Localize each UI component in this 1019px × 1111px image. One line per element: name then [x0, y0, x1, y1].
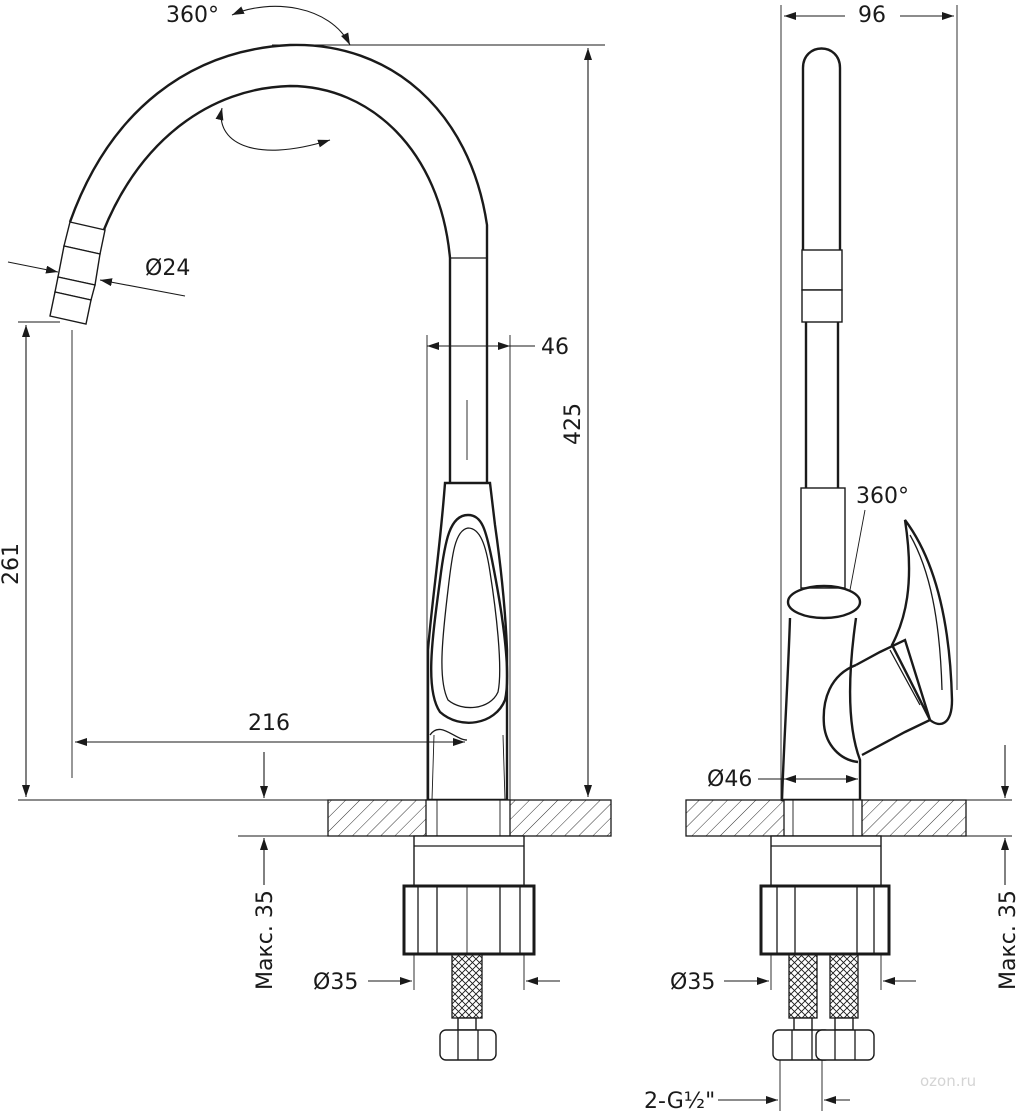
aerator-diameter-label: Ø24: [145, 256, 190, 281]
watermark: ozon.ru: [920, 1072, 976, 1090]
rotation-arrow-top: [215, 5, 351, 151]
aerator-collar: [49, 221, 106, 325]
dimension-lines-side: [718, 5, 1012, 1111]
front-view: [7, 5, 612, 1061]
spout-arc: [68, 43, 489, 342]
total-height-label: 425: [561, 403, 586, 445]
countertop-front: [327, 799, 612, 837]
connection-label: 2-G½": [644, 1089, 715, 1111]
hoses-side: [772, 953, 875, 1061]
spout-width-label: 46: [541, 335, 569, 360]
max-thickness-side-label: Макс. 35: [996, 890, 1019, 990]
dimension-lines-front: [7, 44, 605, 990]
side-view: [685, 5, 1012, 1111]
mounting-nut-front: [402, 835, 536, 956]
mount-diameter-side-label: Ø35: [670, 970, 715, 995]
spout-pipe: [448, 342, 489, 483]
hose-front: [439, 953, 497, 1061]
max-thickness-front-label: Макс. 35: [253, 890, 278, 990]
width-label-side: 96: [858, 3, 886, 28]
base-diameter-label: Ø46: [707, 767, 752, 792]
rotation-label-side: 360°: [856, 484, 909, 509]
faucet-body: [426, 481, 509, 802]
side-body: [780, 519, 954, 802]
countertop-side: [685, 799, 967, 837]
mounting-nut-side: [759, 835, 891, 956]
mount-diameter-front-label: Ø35: [313, 970, 358, 995]
side-spout: [786, 47, 862, 620]
rotation-label-top: 360°: [166, 3, 219, 28]
reach-label: 216: [248, 711, 290, 736]
spout-height-label: 261: [0, 543, 24, 585]
